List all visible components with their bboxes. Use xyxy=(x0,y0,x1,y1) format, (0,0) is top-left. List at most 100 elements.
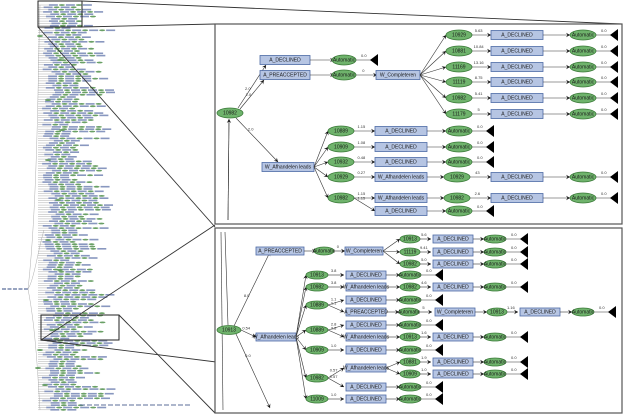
state-node[interactable]: 10881 xyxy=(399,357,421,367)
state-node[interactable]: 10909 xyxy=(305,345,329,355)
overview-zoom-box-bottom[interactable] xyxy=(40,314,120,341)
state-node[interactable]: Automatic xyxy=(398,394,422,404)
state-node[interactable]: Automatic xyxy=(398,382,422,392)
state-node[interactable]: 10982 xyxy=(399,259,421,269)
activity-node[interactable]: A_DECLINED xyxy=(345,345,387,355)
state-node[interactable]: Automatic xyxy=(569,192,597,204)
activity-node[interactable]: A_DECLINED xyxy=(432,332,474,342)
activity-node[interactable]: A_DECLINED xyxy=(345,394,387,404)
state-node[interactable]: 11179 xyxy=(445,108,473,120)
activity-node[interactable]: A_DECLINED xyxy=(432,247,474,257)
state-node[interactable]: Automatic xyxy=(483,282,507,292)
state-node[interactable]: 10909 xyxy=(327,141,355,153)
state-node[interactable]: Automatic xyxy=(398,307,421,317)
state-node[interactable]: 10932 xyxy=(327,156,355,168)
activity-node[interactable]: W_Afhandelen leads xyxy=(343,332,390,342)
state-ellipse[interactable] xyxy=(216,107,244,119)
state-node[interactable]: Automatic xyxy=(398,345,422,355)
state-node[interactable]: 10913 xyxy=(486,307,508,317)
state-node[interactable]: 11169 xyxy=(445,61,473,73)
activity-node[interactable]: A_DECLINED xyxy=(345,382,387,392)
state-node[interactable]: 10982 xyxy=(216,107,244,119)
state-node[interactable]: Automatic xyxy=(569,92,597,104)
state-node[interactable]: Automatic xyxy=(569,171,597,183)
state-node[interactable]: Automatic xyxy=(483,234,507,244)
activity-node[interactable]: A_DECLINED xyxy=(374,206,428,216)
state-node[interactable]: 10982 xyxy=(445,92,473,104)
state-node[interactable]: 10881 xyxy=(445,45,473,57)
activity-node[interactable]: A_DECLINED xyxy=(490,172,544,182)
activity-node[interactable]: W_Afhandelen leads xyxy=(343,363,390,373)
state-node[interactable]: 11009 xyxy=(305,394,329,404)
state-node[interactable]: Automatic xyxy=(313,246,336,256)
state-node[interactable]: Automatic xyxy=(445,156,473,168)
state-node[interactable]: Automatic xyxy=(398,295,422,305)
activity-node[interactable]: A_PREACCEPTED xyxy=(259,70,311,80)
state-node[interactable]: Automatic xyxy=(483,332,507,342)
state-node[interactable]: 10982 xyxy=(305,373,329,383)
state-node[interactable]: 10929 xyxy=(445,29,473,41)
state-node[interactable]: 10982 xyxy=(327,192,355,204)
state-node[interactable]: Automatic xyxy=(483,357,507,367)
state-node[interactable]: Automatic xyxy=(483,247,507,257)
activity-node[interactable]: A_DECLINED xyxy=(432,369,474,379)
activity-node[interactable]: A_PREACCEPTED xyxy=(344,307,388,317)
activity-node[interactable]: W_Afhandelen leads xyxy=(343,282,390,292)
activity-node[interactable]: W_Completeren xyxy=(375,70,421,80)
activity-node[interactable]: A_DECLINED xyxy=(490,62,544,72)
state-node[interactable]: Automatic xyxy=(398,270,422,280)
state-node[interactable]: Automatic xyxy=(445,125,473,137)
state-node[interactable]: 10929 xyxy=(443,171,471,183)
activity-node[interactable]: A_DECLINED xyxy=(374,126,428,136)
overview-tree[interactable] xyxy=(2,0,190,411)
activity-node[interactable]: A_DECLINED xyxy=(345,320,387,330)
state-node[interactable]: 10982 xyxy=(399,282,421,292)
state-node[interactable]: Automatic xyxy=(569,108,597,120)
activity-node[interactable]: A_DECLINED xyxy=(432,259,474,269)
activity-node[interactable]: W_Afhandelen leads xyxy=(374,172,428,182)
activity-node[interactable]: A_DECLINED xyxy=(490,193,544,203)
activity-node[interactable]: A_DECLINED xyxy=(345,270,387,280)
activity-node[interactable]: A_DECLINED xyxy=(374,157,428,167)
activity-node[interactable]: A_DECLINED xyxy=(490,93,544,103)
activity-node[interactable]: A_DECLINED xyxy=(490,109,544,119)
activity-node[interactable]: W_Afhandelen leads xyxy=(261,162,315,172)
activity-node[interactable]: A_DECLINED xyxy=(490,30,544,40)
state-node[interactable]: 10889 xyxy=(327,125,355,137)
overview-zoom-box-top[interactable] xyxy=(37,0,83,28)
top-zoom-panel[interactable]: 10982A_DECLINED2.0Automatic0.0A_PREACCEP… xyxy=(214,23,623,225)
state-node[interactable]: Automatic xyxy=(569,29,597,41)
activity-node[interactable]: W_Afhandelen leads xyxy=(253,332,300,342)
state-node[interactable]: Automatic xyxy=(331,69,357,81)
activity-node[interactable]: W_Completeren xyxy=(434,307,476,317)
state-node[interactable]: Automatic xyxy=(569,76,597,88)
state-node[interactable]: 11119 xyxy=(445,76,473,88)
state-node[interactable]: Automatic xyxy=(445,205,473,217)
activity-node[interactable]: A_DECLINED xyxy=(432,234,474,244)
state-node[interactable]: 10929 xyxy=(327,171,355,183)
state-node[interactable]: 10913 xyxy=(216,325,242,335)
state-node[interactable]: Automatic xyxy=(483,369,507,379)
state-node[interactable]: 10913 xyxy=(399,332,421,342)
activity-node[interactable]: A_DECLINED xyxy=(490,77,544,87)
state-node[interactable]: 11119 xyxy=(399,247,421,257)
activity-node[interactable]: A_DECLINED xyxy=(374,142,428,152)
activity-node[interactable]: A_DECLINED xyxy=(345,295,387,305)
activity-node[interactable]: A_DECLINED xyxy=(259,55,311,65)
state-node[interactable]: 10982 xyxy=(443,192,471,204)
activity-node[interactable]: W_Afhandelen leads xyxy=(374,193,428,203)
state-node[interactable]: 10889 xyxy=(305,325,329,335)
activity-node[interactable]: A_DECLINED xyxy=(519,307,561,317)
state-node[interactable]: 10909 xyxy=(399,369,421,379)
activity-node[interactable]: A_DECLINED xyxy=(432,282,474,292)
state-node[interactable]: Automatic xyxy=(483,259,507,269)
state-node[interactable]: 10913 xyxy=(399,234,421,244)
state-node[interactable]: Automatic xyxy=(445,141,473,153)
state-node[interactable]: Automatic xyxy=(571,307,595,317)
state-node[interactable]: 10982 xyxy=(305,282,329,292)
state-node[interactable]: 10889 xyxy=(305,300,329,310)
state-node[interactable]: Automatic xyxy=(398,320,422,330)
state-node[interactable]: Automatic xyxy=(331,54,357,66)
